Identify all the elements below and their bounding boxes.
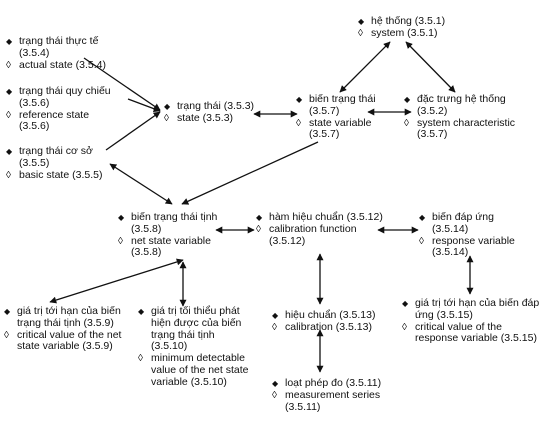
arrow-system-characteristic xyxy=(405,41,456,93)
diamond-filled-icon: ◆ xyxy=(6,147,13,156)
diamond-outline-icon: ◊ xyxy=(402,321,407,333)
diamond-outline-icon: ◊ xyxy=(419,235,424,247)
node-reference-state: ◆trạng thái quy chiếu (3.5.6) ◊reference… xyxy=(6,85,111,133)
node-critical-net-state: ◆giá trị tới hạn của biến trạng thái tịn… xyxy=(4,305,122,353)
diamond-filled-icon: ◆ xyxy=(419,213,426,222)
diamond-filled-icon: ◆ xyxy=(402,299,409,308)
line-actual-state xyxy=(83,57,161,111)
arrow-statevar-net xyxy=(181,141,319,205)
diamond-outline-icon: ◊ xyxy=(272,389,277,401)
node-basic-state: ◆trạng thái cơ sở (3.5.5) ◊basic state (… xyxy=(6,145,103,181)
diamond-outline-icon: ◊ xyxy=(272,321,277,333)
diamond-outline-icon: ◊ xyxy=(118,235,123,247)
node-minimum-detectable: ◆giá trị tối thiểu phát hiện được của bi… xyxy=(138,305,249,388)
diamond-filled-icon: ◆ xyxy=(6,87,13,96)
diamond-outline-icon: ◊ xyxy=(256,223,261,235)
node-response-variable: ◆biến đáp ứng (3.5.14) ◊response variabl… xyxy=(419,211,515,259)
diamond-filled-icon: ◆ xyxy=(272,379,279,388)
arrow-basic-net xyxy=(109,163,173,205)
diamond-filled-icon: ◆ xyxy=(6,37,13,46)
diamond-filled-icon: ◆ xyxy=(164,102,171,111)
arrow-net-critical xyxy=(49,258,184,304)
diamond-filled-icon: ◆ xyxy=(138,307,145,316)
diamond-outline-icon: ◊ xyxy=(404,117,409,129)
diamond-outline-icon: ◊ xyxy=(164,112,169,124)
node-actual-state: ◆trạng thái thực tế (3.5.4) ◊actual stat… xyxy=(6,35,106,71)
diamond-filled-icon: ◆ xyxy=(4,307,11,316)
diamond-outline-icon: ◊ xyxy=(358,27,363,39)
node-critical-response: ◆giá trị tới hạn của biến đáp ứng (3.5.1… xyxy=(402,297,540,345)
node-calibration: ◆hiệu chuẩn (3.5.13) ◊calibration (3.5.1… xyxy=(272,309,376,333)
node-calibration-function: ◆hàm hiệu chuẩn (3.5.12) ◊calibration fu… xyxy=(256,211,383,247)
diamond-filled-icon: ◆ xyxy=(296,95,303,104)
line-basic-state xyxy=(105,111,161,151)
diamond-filled-icon: ◆ xyxy=(404,95,411,104)
diamond-filled-icon: ◆ xyxy=(118,213,125,222)
diamond-filled-icon: ◆ xyxy=(272,311,279,320)
arrow-system-statevar xyxy=(339,41,391,93)
diamond-outline-icon: ◊ xyxy=(4,329,9,341)
diamond-outline-icon: ◊ xyxy=(6,109,11,121)
line-reference-state xyxy=(127,98,161,113)
diamond-filled-icon: ◆ xyxy=(256,213,263,222)
diamond-outline-icon: ◊ xyxy=(6,169,11,181)
diamond-outline-icon: ◊ xyxy=(6,59,11,71)
diamond-outline-icon: ◊ xyxy=(138,353,143,365)
diamond-outline-icon: ◊ xyxy=(296,117,301,129)
diamond-filled-icon: ◆ xyxy=(358,17,365,26)
node-state: ◆trạng thái (3.5.3) ◊state (3.5.3) xyxy=(164,100,255,124)
node-system: ◆hệ thống (3.5.1) ◊system (3.5.1) xyxy=(358,15,446,39)
node-net-state-variable: ◆biến trạng thái tịnh (3.5.8) ◊net state… xyxy=(118,211,218,259)
node-measurement-series: ◆loạt phép đo (3.5.11) ◊measurement seri… xyxy=(272,377,382,413)
node-system-characteristic: ◆đặc trưng hệ thống (3.5.2) ◊system char… xyxy=(404,93,516,141)
node-state-variable: ◆biến trạng thái (3.5.7) ◊state variable… xyxy=(296,93,376,141)
